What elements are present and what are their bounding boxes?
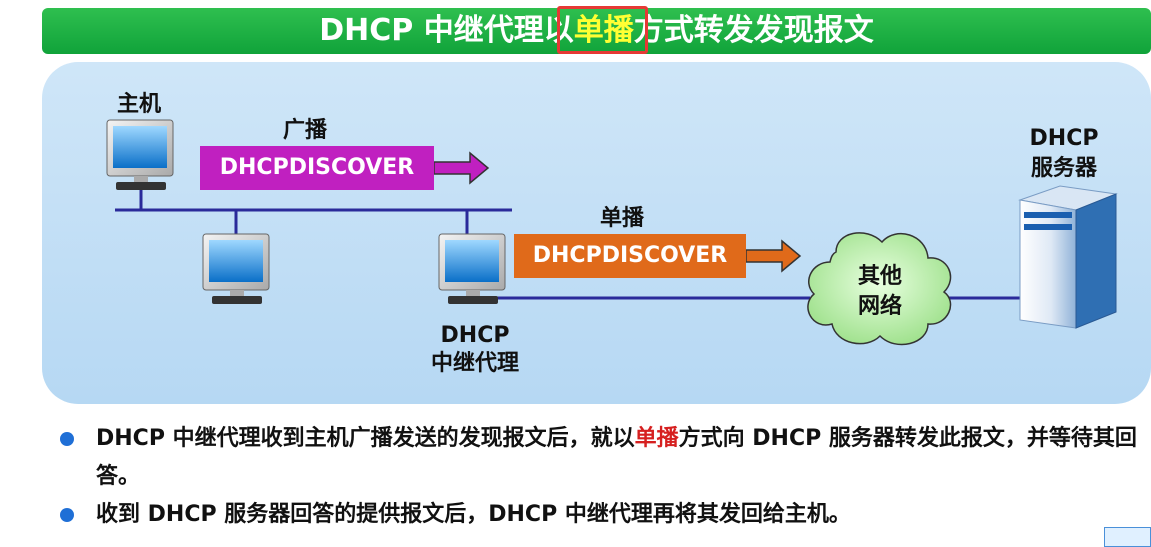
- relay-label-line1: DHCP: [440, 323, 510, 348]
- page-title: DHCP 中继代理以单播方式转发发现报文: [42, 8, 1151, 54]
- server-icon: [1018, 185, 1118, 329]
- bullet-1-after: 方式向 DHCP 服务器转发此报文，并等待其回答。: [96, 426, 1137, 489]
- title-bar: DHCP 中继代理以单播方式转发发现报文: [42, 8, 1151, 54]
- broadcast-arrow-icon: [433, 151, 490, 185]
- unicast-message-box: DHCPDISCOVER: [514, 234, 746, 278]
- cloud-label-line2: 网络: [857, 294, 902, 319]
- cloud-label: 其他 网络: [844, 262, 916, 322]
- bullet-dot-icon: [60, 508, 74, 522]
- host-computer-icon: [106, 119, 174, 190]
- bullet-2-before: 收到 DHCP 服务器回答的提供报文后，DHCP 中继代理再将其发回给主机。: [96, 502, 851, 527]
- corner-widget: [1104, 527, 1151, 547]
- host-label: 主机: [117, 92, 162, 117]
- title-highlight-box: [557, 6, 648, 54]
- diagram-panel: [42, 62, 1151, 404]
- cloud-label-line1: 其他: [857, 264, 902, 289]
- bullet-list: DHCP 中继代理收到主机广播发送的发现报文后，就以单播方式向 DHCP 服务器…: [58, 420, 1148, 534]
- broadcast-message-box: DHCPDISCOVER: [200, 146, 434, 190]
- unicast-arrow-icon: [745, 239, 802, 273]
- pc-computer-icon: [202, 233, 270, 304]
- bullet-item-1: DHCP 中继代理收到主机广播发送的发现报文后，就以单播方式向 DHCP 服务器…: [58, 420, 1148, 496]
- title-highlight: 单播: [573, 13, 634, 48]
- server-label-line1: DHCP: [1029, 126, 1099, 151]
- bullet-item-2: 收到 DHCP 服务器回答的提供报文后，DHCP 中继代理再将其发回给主机。: [58, 496, 1148, 534]
- cloud-icon: [807, 232, 952, 346]
- broadcast-label: 广播: [283, 118, 328, 143]
- relay-computer-icon: [438, 233, 506, 304]
- relay-label-line2: 中继代理: [430, 351, 519, 376]
- bullet-1-emphasis: 单播: [634, 426, 679, 451]
- network-lines: [115, 190, 1025, 300]
- bullet-dot-icon: [60, 432, 74, 446]
- bullet-1-before: DHCP 中继代理收到主机广播发送的发现报文后，就以: [96, 426, 635, 451]
- title-prefix: DHCP 中继代理以: [319, 13, 574, 48]
- server-label-line2: 服务器: [1030, 156, 1097, 181]
- title-suffix: 方式转发发现报文: [633, 13, 874, 48]
- server-label: DHCP 服务器: [1012, 124, 1116, 184]
- unicast-label: 单播: [600, 206, 645, 231]
- relay-label: DHCP 中继代理: [420, 322, 530, 378]
